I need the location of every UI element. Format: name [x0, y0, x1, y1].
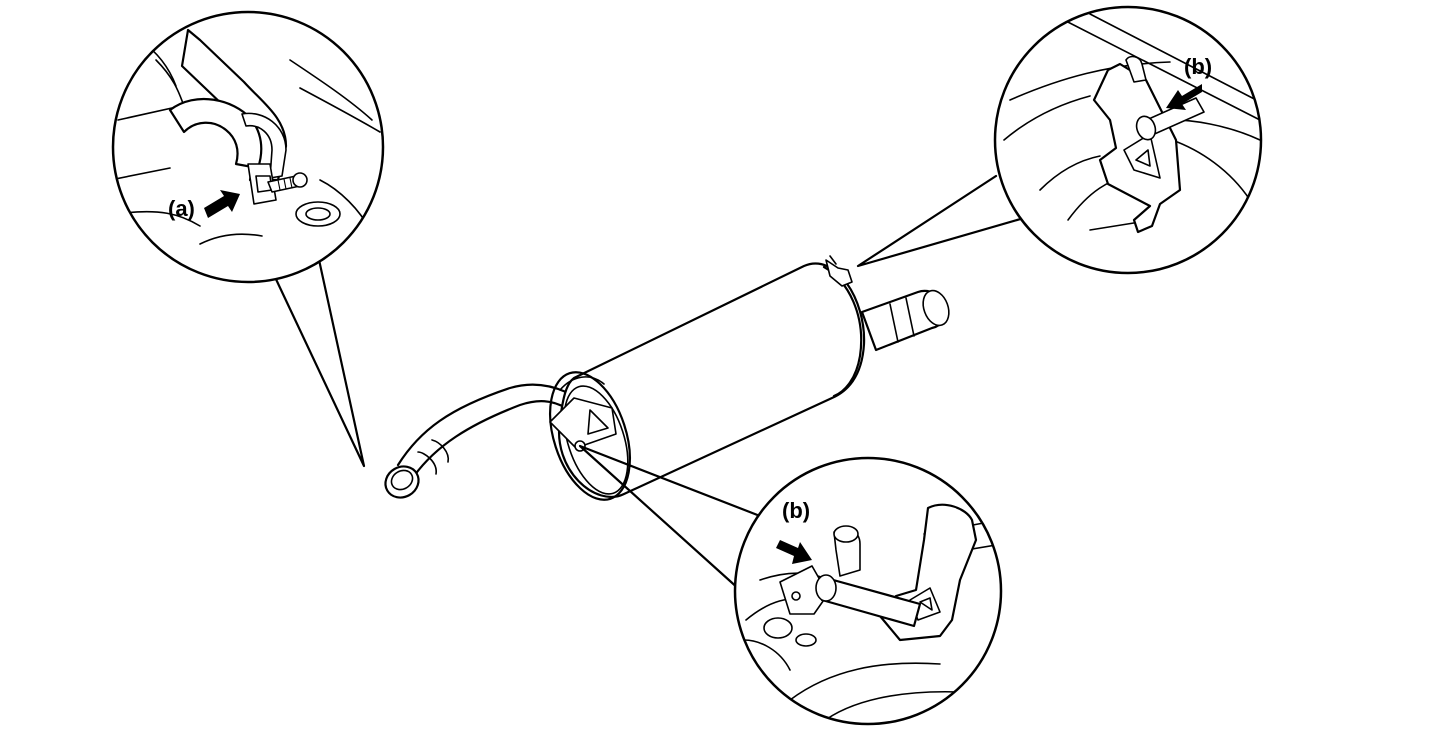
detail-circle-top-right: (b) [993, 5, 1263, 275]
callout-label-a: (a) [168, 196, 195, 221]
callout-label-b-top: (b) [1184, 54, 1212, 79]
leader-lines [264, 174, 1026, 592]
detail-circle-bottom: (b) [733, 456, 1003, 726]
arrow-icon [204, 190, 240, 218]
inlet-pipe [384, 383, 568, 499]
detail-circle-top-left: (a) [111, 10, 385, 284]
arrow-icon [776, 540, 812, 564]
arrow-icon [1166, 84, 1202, 110]
callout-label-b-bottom: (b) [782, 498, 810, 523]
muffler-assembly [384, 255, 950, 501]
rear-hanger-bracket [825, 255, 853, 287]
outlet-pipe [860, 289, 950, 352]
